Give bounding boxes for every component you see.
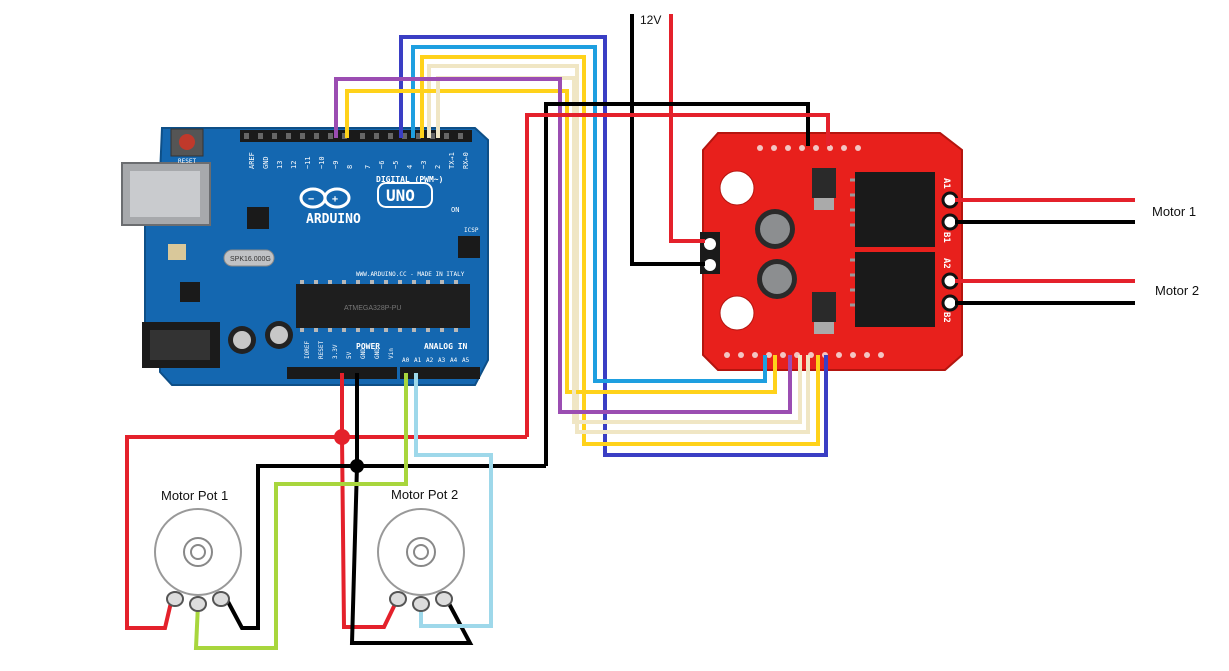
pin-8: 8 [346,165,354,169]
wire-gnd-rail [355,373,546,468]
crystal-label: SPK16.000G [230,256,271,263]
svg-text:−: − [308,194,314,205]
capacitor [265,321,293,349]
pin-ioref: IOREF [304,341,311,359]
pin-7: 7 [364,165,372,169]
on-label: ON [451,206,459,214]
uno-badge [377,182,433,208]
pin-gnd-a: GND [360,348,367,359]
pin-2: 2 [434,165,442,169]
terminal-a1: A1 [941,178,951,189]
reset-label: RESET [178,158,196,165]
driver-chip-1 [855,172,935,247]
driver-capacitor [755,209,795,249]
brand-label: ARDUINO [306,212,361,227]
wire-gnd-pot2 [349,465,474,645]
wire-purple [334,77,792,414]
wire-a1-pot2 [414,373,493,628]
junction-gnd [350,459,364,473]
motor-1-label: Motor 1 [1152,204,1196,219]
pin-6: ~6 [378,161,386,169]
wire-gnd-pot1 [224,464,357,630]
motor-driver-board: A1 B1 A2 B2 [700,132,963,371]
pin-a4: A4 [450,357,458,364]
digital-header-label: DIGITAL (PWM~) [376,175,443,184]
power-header-label: POWER [356,342,380,351]
icsp-header [458,236,480,258]
arduino-logo: − + [299,187,351,209]
wire-cream-b [436,76,802,424]
chip-label: ATMEGA328P-PU [344,305,401,312]
wire-gnd-to-driver [544,102,810,466]
wire-5v-to-driver [525,113,830,437]
pin-5v: 5V [346,351,353,359]
wire-5v-pot1 [125,435,342,630]
pin-a0: A0 [402,357,410,364]
pin-gnd: GND [262,156,270,169]
wire-12v-black [630,14,705,266]
pin-reset: RESET [318,341,325,359]
potentiometer-2 [377,508,465,612]
pin-3v3: 3.3V [332,344,339,359]
terminal-b1: B1 [941,232,951,243]
pot-1-label: Motor Pot 1 [161,488,228,503]
terminal-a2: A2 [941,258,951,269]
pin-4: 4 [406,165,414,169]
wire-yellow-a [420,55,820,446]
model-label: UNO [386,186,415,205]
wire-5v-pot2 [340,436,400,629]
pin-a1: A1 [414,357,422,364]
power-supply-label: 12V [640,13,661,27]
motor-2-label: Motor 2 [1155,283,1199,298]
svg-text:+: + [332,194,338,205]
capacitor [228,326,256,354]
terminal-b2: B2 [941,312,951,323]
driver-chip-2 [855,252,935,327]
pin-3: ~3 [420,161,428,169]
analog-header [400,367,480,379]
pin-a5: A5 [462,357,470,364]
pin-0: RX←0 [462,152,470,169]
wires [125,14,1135,650]
crystal [223,249,275,267]
wire-cyan [411,45,767,383]
wire-blue [399,35,828,457]
pin-1: TX→1 [448,152,456,169]
mount-hole [719,295,755,331]
junction-5v [334,429,350,445]
pin-13: 13 [276,161,284,169]
driver-capacitor [757,259,797,299]
icsp-label: ICSP [464,227,479,234]
wire-yellow-b [345,89,777,394]
pin-12: 12 [290,161,298,169]
output-terminals [941,191,959,312]
pin-a3: A3 [438,357,446,364]
arduino-uno-board: RESET AREF GND 13 12 ~11 ~10 ~9 8 7 ~6 ~… [121,127,489,386]
usb-chip [247,207,269,229]
pin-vin: Vin [388,348,395,359]
potentiometer-1 [154,508,242,612]
wire-a0-pot1 [193,373,408,650]
pin-11: ~11 [304,156,312,169]
pin-gnd-b: GND [374,348,381,359]
website-label: WWW.ARDUINO.CC - MADE IN ITALY [356,271,465,278]
wire-12v-red [669,14,705,243]
atmega-chip [296,284,470,328]
pin-5: ~5 [392,161,400,169]
pin-aref: AREF [248,152,256,169]
mount-hole [719,170,755,206]
pot-2-label: Motor Pot 2 [391,487,458,502]
pin-9: ~9 [332,161,340,169]
analog-header-label: ANALOG IN [424,342,468,351]
pin-a2: A2 [426,357,434,364]
pin-10: ~10 [318,156,326,169]
